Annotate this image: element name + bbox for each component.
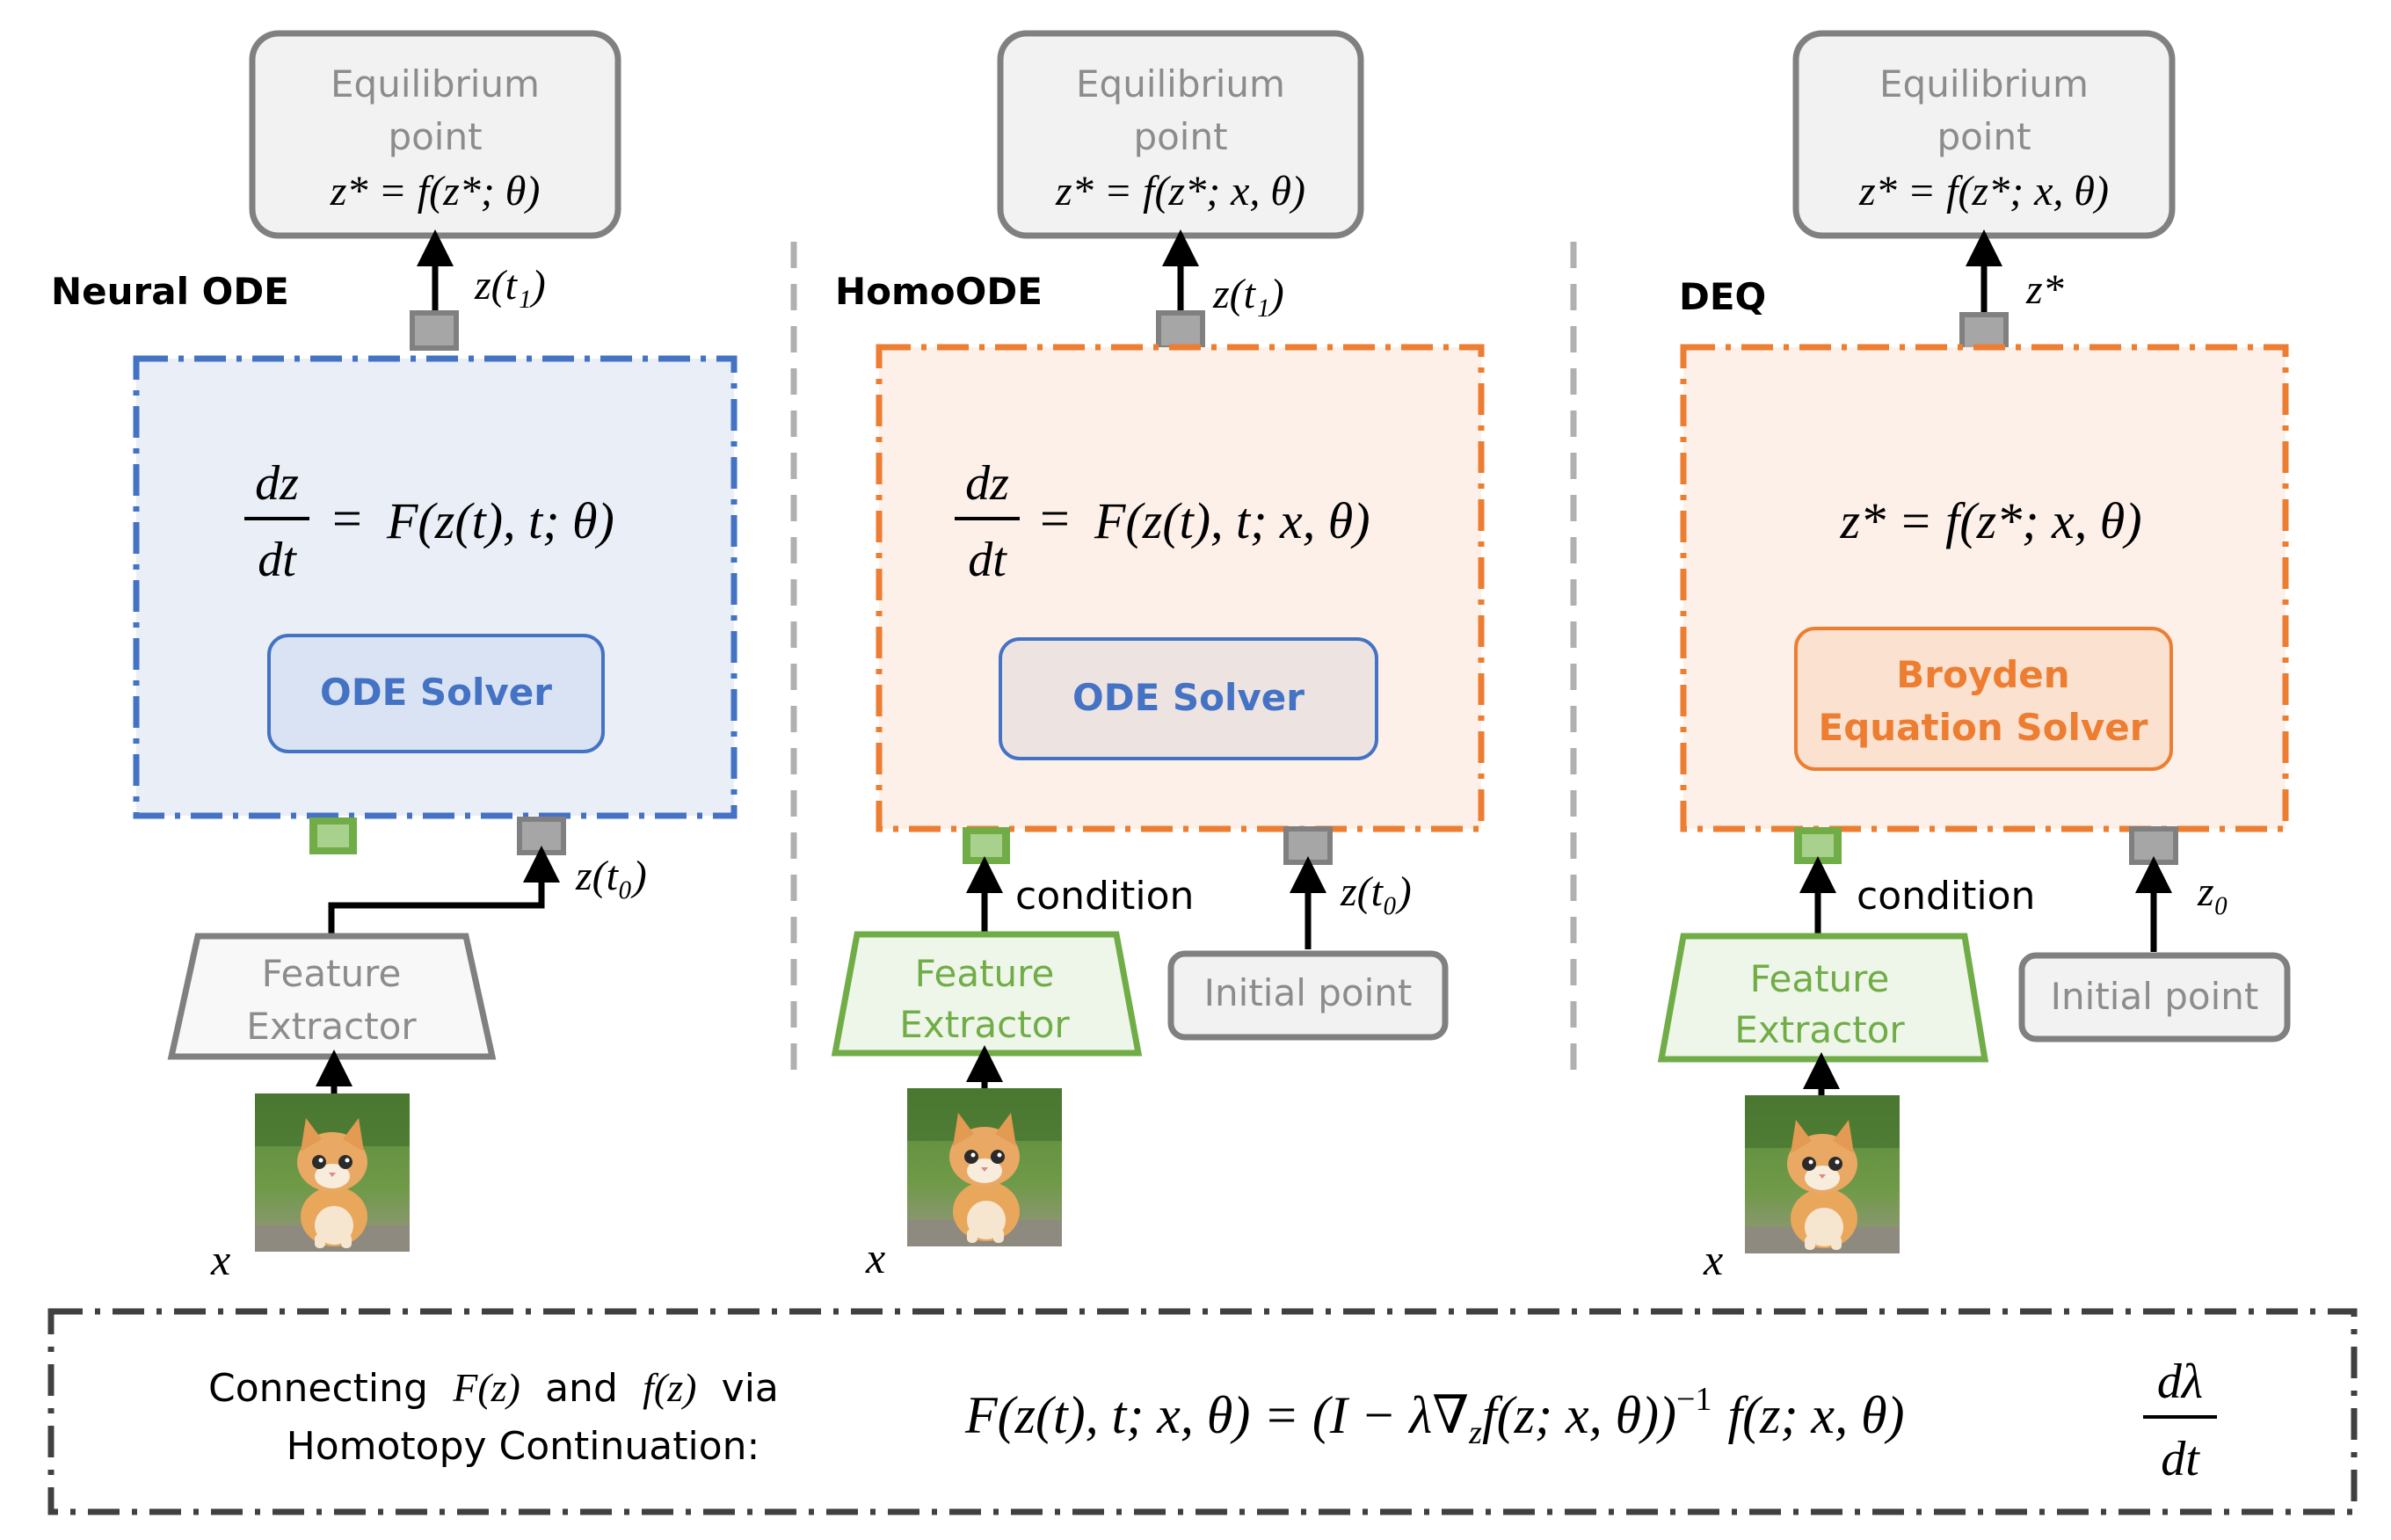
fraction-den: dt <box>968 533 1007 587</box>
output-label: z(t₁) <box>1212 271 1284 317</box>
initial-point-label: Initial point <box>2051 975 2259 1018</box>
initial-point-box <box>1167 950 1449 1041</box>
input-label: x <box>865 1233 885 1282</box>
initial-point-label: Initial point <box>1204 971 1413 1014</box>
fraction-num: dz <box>965 456 1009 511</box>
init-label: z(t₀) <box>1340 868 1412 915</box>
solver-label: ODE Solver <box>1072 676 1305 719</box>
equilibrium-line1: Equilibrium <box>331 62 540 105</box>
homotopy-rhs: f(z; x, θ) <box>1727 1386 1904 1444</box>
dynamics-formula: F(z(t), t; θ) <box>386 492 614 549</box>
kitten-image <box>907 1088 1062 1246</box>
equilibrium-line2: point <box>388 115 482 158</box>
equilibrium-line1: Equilibrium <box>1076 62 1285 105</box>
panel-neural-ode: Equilibrium point z* = f(z*; θ) Neural O… <box>51 30 738 1284</box>
homotopy-formula: F(z(t), t; x, θ) = (I − λ∇zf(z; x, θ))−1… <box>964 1381 1905 1451</box>
init-label: z₀ <box>2197 868 2228 915</box>
homotopy-sup: −1 <box>1676 1381 1711 1418</box>
equilibrium-line1: Equilibrium <box>1879 62 2089 105</box>
initial-point-box <box>2018 952 2291 1042</box>
panel-deq: Equilibrium point z* = f(z*; x, θ) DEQ z… <box>1657 30 2291 1284</box>
panel-homoode: Equilibrium point z* = f(z*; x, θ) HomoO… <box>831 30 1485 1282</box>
equilibrium-formula: z* = f(z*; x, θ) <box>1858 168 2109 214</box>
feature-line1: Feature <box>1750 957 1890 1000</box>
homotopy-frac-num: dλ <box>2157 1355 2203 1409</box>
feature-line2: Extractor <box>899 1003 1070 1046</box>
solver-box <box>999 637 1378 760</box>
init-label: z(t₀) <box>575 853 647 899</box>
condition-port-inner <box>317 824 349 847</box>
solver-box <box>267 634 605 753</box>
fraction-num: dz <box>255 456 299 511</box>
output-label: z(t₁) <box>474 262 546 309</box>
homotopy-lhs: F(z(t), t; x, θ) = (I − λ∇ <box>964 1386 1469 1444</box>
equilibrium-formula: z* = f(z*; θ) <box>330 168 541 214</box>
equals-sign: = <box>1040 490 1070 548</box>
condition-label: condition <box>1857 874 2035 919</box>
equals-sign: = <box>332 490 362 548</box>
equilibrium-line2: point <box>1133 115 1227 158</box>
feature-to-init-arrow <box>328 846 560 933</box>
init-port <box>517 817 566 855</box>
condition-port-inner <box>1802 834 1834 857</box>
equilibrium-formula: z* = f(z*; x, θ) <box>1055 168 1305 214</box>
homotopy-mid: f(z; x, θ)) <box>1482 1386 1676 1444</box>
feature-line1: Feature <box>915 952 1055 995</box>
output-label: z* <box>2025 266 2064 313</box>
kitten-image <box>1745 1095 1900 1253</box>
connecting-line2: Homotopy Continuation: <box>287 1424 760 1469</box>
panel-title: HomoODE <box>835 270 1043 313</box>
feature-line2: Extractor <box>246 1005 417 1048</box>
fraction-den: dt <box>258 533 297 587</box>
dynamics-formula: F(z(t), t; x, θ) <box>1094 492 1370 549</box>
feature-line2: Extractor <box>1734 1008 1905 1051</box>
feature-extractor <box>167 933 497 1060</box>
input-label: x <box>1703 1235 1723 1284</box>
output-port <box>1959 312 2009 352</box>
input-label: x <box>210 1235 230 1284</box>
equilibrium-line2: point <box>1937 115 2031 158</box>
init-port <box>1283 826 1333 865</box>
feature-line1: Feature <box>262 952 402 995</box>
panel-title: Neural ODE <box>51 270 289 313</box>
homotopy-frac-den: dt <box>2161 1432 2200 1486</box>
init-port <box>2129 826 2178 865</box>
connecting-line1: Connecting F(z) and f(z) via <box>208 1365 779 1411</box>
feature-extractor <box>831 931 1143 1057</box>
homotopy-panel: Connecting F(z) and f(z) via Homotopy Co… <box>47 1308 2358 1515</box>
condition-port-inner <box>970 834 1002 857</box>
solver-label: ODE Solver <box>320 671 552 714</box>
solver-line1: Broyden <box>1896 653 2069 696</box>
output-port <box>410 310 459 351</box>
solver-line2: Equation Solver <box>1819 706 2148 749</box>
solver-box <box>1794 627 2173 771</box>
fixed-point-formula: z* = f(z*; x, θ) <box>1839 492 2141 549</box>
condition-label: condition <box>1015 874 1194 919</box>
kitten-image <box>255 1093 410 1252</box>
panel-title: DEQ <box>1679 275 1766 318</box>
homotopy-frame <box>47 1308 2358 1515</box>
output-port <box>1156 310 1205 351</box>
homotopy-sub: z <box>1468 1414 1482 1451</box>
feature-extractor <box>1657 933 1989 1063</box>
